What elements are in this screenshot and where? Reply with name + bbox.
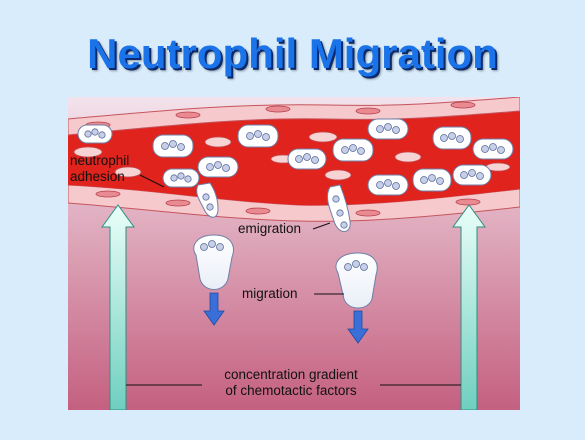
label-emigration: emigration (238, 221, 301, 237)
label-migration: migration (242, 286, 298, 302)
label-adhesion-line2: adhesion (70, 169, 129, 185)
neutrophil-migration-diagram: neutrophil adhesion emigration migration… (68, 97, 520, 410)
diagram-svg (68, 97, 520, 410)
slide-title: Neutrophil Migration (0, 30, 585, 78)
label-neutrophil-adhesion: neutrophil adhesion (70, 153, 129, 185)
label-concentration-gradient: concentration gradient of chemotactic fa… (202, 367, 380, 399)
label-gradient-line2: of chemotactic factors (202, 383, 380, 399)
label-gradient-line1: concentration gradient (202, 367, 380, 383)
label-adhesion-line1: neutrophil (70, 153, 129, 169)
